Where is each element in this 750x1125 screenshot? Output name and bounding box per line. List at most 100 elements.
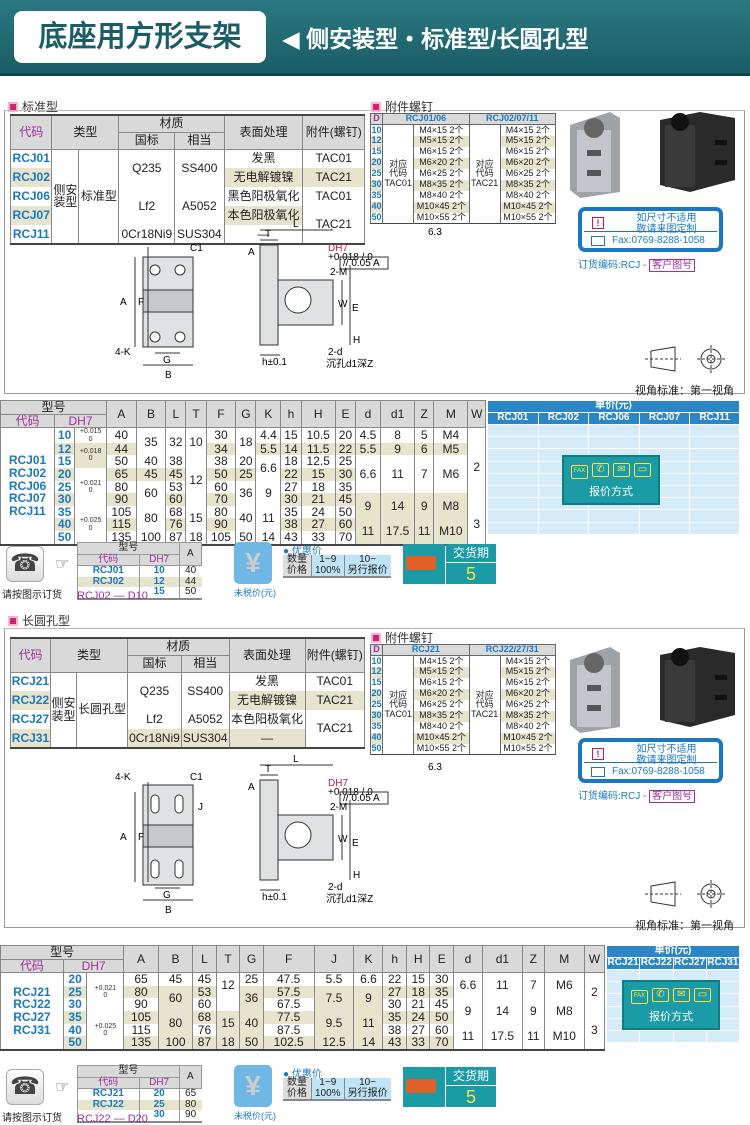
table-cell: 10 [53, 427, 76, 443]
dim-label-f: F [138, 832, 144, 843]
table-cell: F [262, 944, 315, 974]
table-cell: M4×15 2个 [413, 655, 470, 667]
table-cell: 76 [192, 1023, 217, 1037]
price-cell [689, 509, 740, 523]
table-cell: 15 [215, 1010, 241, 1037]
table-cell: 60 [334, 518, 357, 532]
table-cell: TAC01 [302, 149, 365, 168]
table-cell: 22 [334, 443, 357, 456]
price-cell [487, 509, 539, 523]
table-cell: 4.4 [255, 427, 282, 443]
custom-notice: ! 如尺寸不适用敬请来图定制 Fax:0769-8288-1058 [578, 738, 723, 783]
table-cell: 无电解镀镍 [228, 691, 306, 710]
table-cell: 50 [429, 1011, 454, 1024]
dim-label-d: 2-d [328, 347, 342, 358]
quote-methods[interactable]: FAX✆✉▭报价方式 [622, 980, 720, 1030]
table-cell: 2 [467, 427, 486, 506]
untaxed-label: 未税价(元) [234, 588, 276, 598]
table-cell: +0.018 0 [74, 442, 108, 469]
quote-methods[interactable]: FAX✆✉▭报价方式 [562, 455, 660, 505]
table-cell: 105 [123, 1011, 159, 1024]
table-cell: SUS304 [180, 729, 230, 748]
table-cell: 10.5 [300, 427, 336, 443]
table-cell: M6×15 2个 [413, 677, 470, 689]
price-row [487, 521, 740, 535]
price-cell [537, 423, 590, 438]
table-cell: RCJ02 [77, 576, 140, 587]
price-tier1: 100% [311, 1088, 345, 1100]
table-cell: 10 [369, 655, 384, 667]
header-row: 单价(元) [487, 400, 740, 413]
table-cell: 25 [369, 168, 384, 180]
discount-text: 优惠价 [291, 1069, 322, 1080]
table-cell: 14 [353, 1036, 384, 1050]
bullet-icon [371, 633, 381, 643]
quote-label: 报价方式 [589, 486, 633, 498]
table-cell: 15 [280, 427, 302, 443]
price-cell [537, 436, 590, 450]
table-cell: RCJ22 [10, 691, 51, 710]
price-cell [638, 521, 691, 535]
table-cell: M8×40 2个 [499, 721, 557, 733]
table-cell: M6 [543, 972, 585, 999]
table-cell: 25 [334, 455, 357, 469]
table-cell: 5.5 [255, 443, 282, 456]
table-cell: M10×45 2个 [499, 732, 557, 744]
table-cell: 10 [138, 565, 180, 577]
price-code: RCJ22 [639, 957, 674, 970]
table-cell: 50 [334, 506, 357, 519]
table-cell: 11 [414, 518, 435, 545]
table-cell: T [215, 944, 241, 974]
table-cell: W [467, 399, 486, 429]
table-cell: 25 [235, 468, 257, 481]
table-cell: 45 [157, 972, 194, 986]
table-cell: M10×45 2个 [499, 201, 557, 213]
qty-label: 数量 [283, 554, 312, 566]
table-cell: 17.5 [481, 1023, 523, 1050]
table-cell: 类型 [49, 637, 129, 673]
table-cell: RCJ21 RCJ22 RCJ27 RCJ31 [0, 972, 64, 1050]
qty-tier1: 1~9 [311, 554, 345, 566]
bullet-icon [371, 102, 381, 112]
table-cell: RCJ22 [77, 1099, 140, 1110]
price-code: RCJ06 [588, 412, 640, 425]
table-cell: 黑色阳极氧化 [223, 187, 304, 206]
table-cell: 类型 [51, 114, 120, 150]
price-cell [537, 521, 590, 535]
table-cell: 35 [53, 506, 76, 519]
delivery-truck-icon [403, 1067, 445, 1107]
yen-icon: ¥ [234, 1065, 272, 1107]
dim-label-c1: C1 [190, 772, 203, 783]
table-cell: 6.6 [255, 455, 282, 481]
table-cell: 35 [369, 190, 384, 202]
table-cell: M10×45 2个 [413, 201, 470, 213]
table-cell: TAC01 [302, 187, 365, 206]
table-cell: M10×55 2个 [413, 743, 470, 755]
table-cell: RCJ01 [77, 565, 140, 577]
table-cell: d [452, 944, 483, 974]
table-cell: 80 [178, 1099, 202, 1110]
table-cell: 20 [138, 1088, 180, 1100]
table-cell: M10×45 2个 [413, 732, 470, 744]
table-cell: M6×15 2个 [499, 146, 557, 158]
table-cell: 45 [135, 468, 167, 481]
computer-icon: ▭ [694, 988, 711, 1002]
product-photo [565, 635, 740, 735]
table-cell: 30 [53, 493, 76, 506]
table-cell: A [123, 944, 159, 974]
warning-icon: ! [592, 748, 604, 760]
table-cell: M6×15 2个 [499, 677, 557, 689]
header-row: 单价(元) [606, 945, 740, 958]
table-cell: 70 [334, 531, 357, 545]
table-cell: K [255, 399, 282, 429]
dim-label-l: L [293, 219, 299, 230]
table-cell: Q235 [127, 672, 182, 710]
delivery-label: 交货期 [446, 544, 496, 563]
